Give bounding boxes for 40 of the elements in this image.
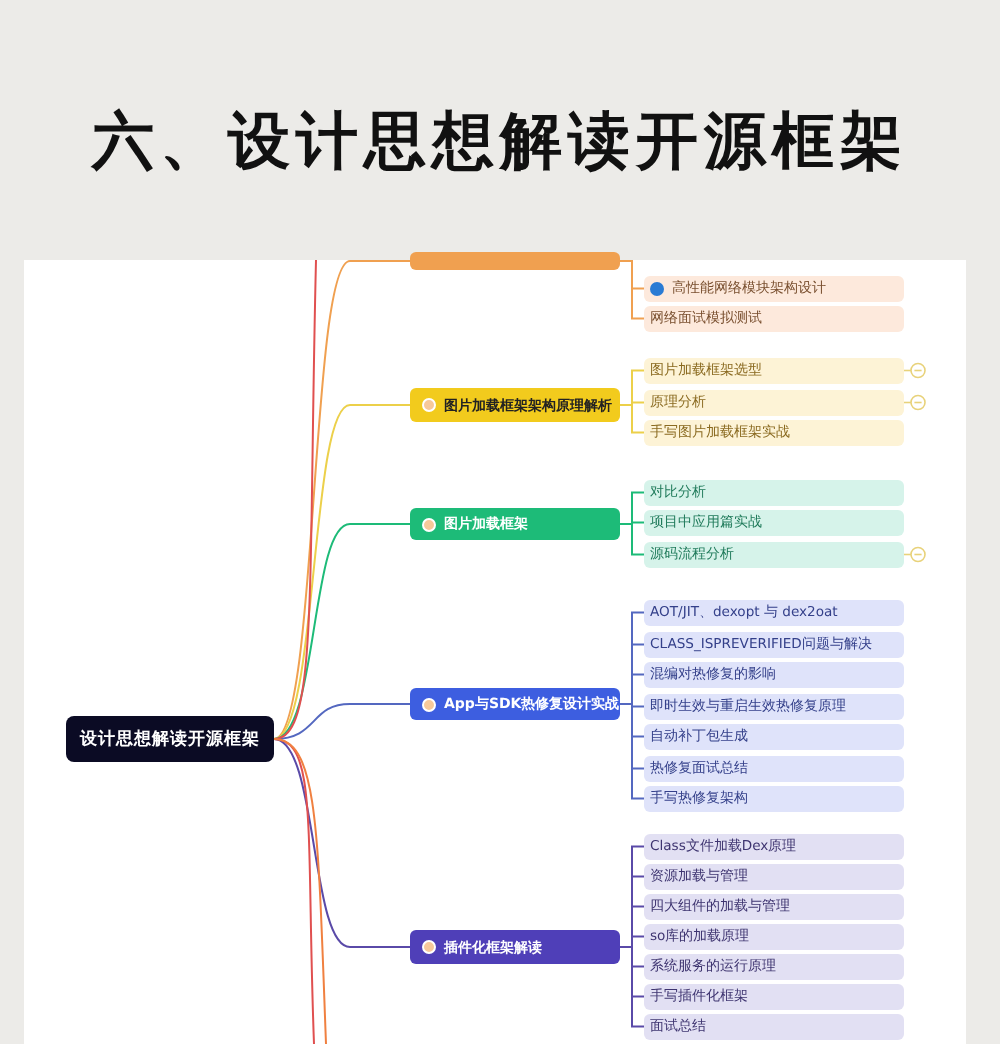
subtopic-box [644,954,904,979]
subtopic-box [644,276,904,301]
subtopic-box [644,1014,904,1039]
subtopic-box [644,420,904,445]
connector-line [619,260,645,320]
connector-line [619,523,645,556]
subtopic-box [644,984,904,1009]
subtopic-box [644,632,904,657]
root-topic-box [66,716,274,762]
subtopic-box [644,306,904,331]
subtopic-box [644,662,904,687]
subtopic-box [644,542,904,567]
connector-line [273,260,411,740]
topic-box [410,388,620,422]
connector-line [273,404,411,740]
subtopic-box [644,894,904,919]
subtopic-box [644,786,904,811]
subtopic-box [644,756,904,781]
connector-line [619,946,645,1028]
branch-bar [410,252,620,270]
connector-line [273,738,327,1044]
subtopic-box [644,390,904,415]
topic-box [410,930,620,964]
subtopic-box [644,864,904,889]
topic-label: 设计思想解读开源框架 [80,727,260,751]
topic-box [410,508,620,540]
connector-line [273,523,411,740]
connector-line [273,738,411,948]
subtopic-box [644,358,904,383]
subtopic-box [644,834,904,859]
connector-line [273,259,317,740]
subtopic-box [644,924,904,949]
subtopic-box [644,510,904,535]
subtopic-box [644,480,904,505]
topic-box [410,688,620,720]
subtopic-box [644,724,904,749]
subtopic-box [644,600,904,625]
title: 六、设计思想解读开源框架 [89,104,910,182]
connector-line [619,404,645,434]
subtopic-box [644,694,904,719]
